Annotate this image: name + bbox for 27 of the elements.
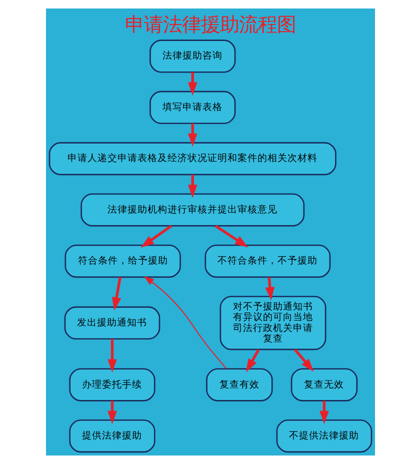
node-box: 办理委托手续 bbox=[68, 368, 155, 402]
node-box: 不提供法律援助 bbox=[276, 419, 372, 453]
arrow bbox=[214, 224, 248, 248]
arrow bbox=[107, 339, 116, 373]
node-box: 发出援助通知书 bbox=[64, 306, 160, 340]
node-box: 申请人递交申请表格及经济状况证明和案件的相关次材料 bbox=[48, 142, 336, 176]
node-box: 符合条件，给予援助 bbox=[64, 244, 180, 278]
node-box: 法律援助机构进行审核并提出审核意见 bbox=[80, 193, 304, 226]
arrow bbox=[187, 174, 197, 198]
node-box: 对不予援助通知书有异议的可向当地司法行政机关申请复查 bbox=[219, 296, 326, 350]
arrow bbox=[187, 72, 197, 96]
arrow bbox=[264, 277, 274, 300]
node-box: 复查无效 bbox=[290, 368, 358, 402]
diagram-title: 申请法律援助流程图 bbox=[124, 13, 296, 36]
node-box: 填写申请表格 bbox=[149, 90, 236, 124]
node-box: 法律援助咨询 bbox=[149, 40, 236, 73]
arrow bbox=[294, 348, 314, 372]
node-box: 复查有效 bbox=[206, 368, 272, 402]
arrow bbox=[144, 276, 226, 369]
arrow bbox=[245, 349, 260, 372]
arrow bbox=[107, 400, 116, 424]
node-box: 提供法律援助 bbox=[68, 419, 155, 453]
node-box: 不符合条件，不予援助 bbox=[204, 244, 330, 278]
arrow bbox=[140, 224, 172, 248]
arrow bbox=[187, 123, 197, 147]
arrow bbox=[319, 400, 328, 424]
arrow bbox=[111, 276, 121, 311]
